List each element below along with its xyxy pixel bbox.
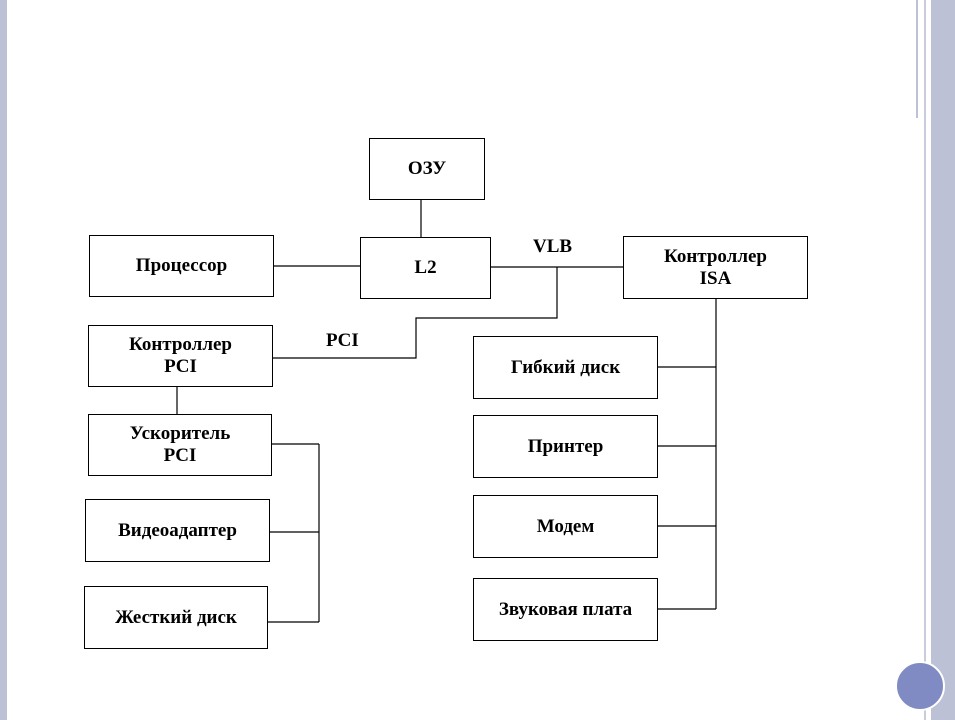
node-floppy-disk: Гибкий диск [473, 336, 658, 399]
slide-corner-circle [895, 661, 945, 711]
node-sound-card: Звуковая плата [473, 578, 658, 641]
node-video-adapter: Видеоадаптер [85, 499, 270, 562]
node-printer: Принтер [473, 415, 658, 478]
right-accent-line [916, 0, 918, 118]
node-modem: Модем [473, 495, 658, 558]
left-accent-bar [0, 0, 7, 720]
wire-pci-bus [273, 267, 558, 359]
node-isa-controller: Контроллер ISA [623, 236, 808, 299]
node-pci-controller: Контроллер PCI [88, 325, 273, 387]
node-processor: Процессор [89, 235, 274, 297]
node-l2-cache: L2 [360, 237, 491, 299]
right-accent-rule [924, 0, 926, 720]
node-pci-accelerator: Ускоритель PCI [88, 414, 272, 476]
right-accent-band [931, 0, 955, 720]
node-ozu: ОЗУ [369, 138, 485, 200]
bus-label-vlb: VLB [533, 236, 573, 257]
bus-label-pci: PCI [326, 330, 359, 351]
node-hard-disk: Жесткий диск [84, 586, 268, 649]
